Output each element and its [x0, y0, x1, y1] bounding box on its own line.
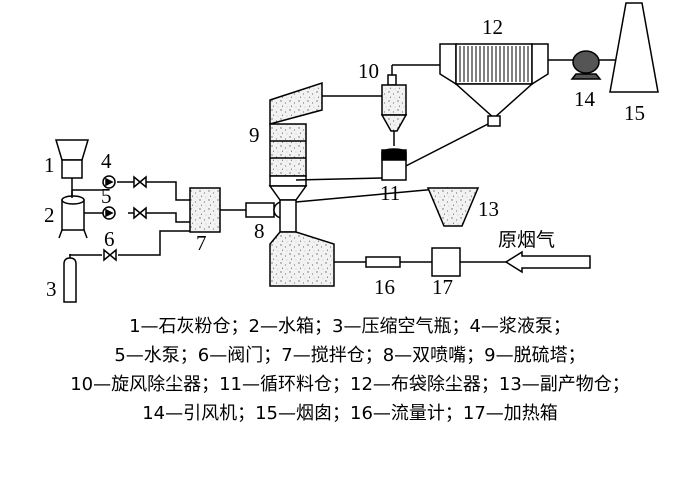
slurry-pump	[102, 175, 116, 189]
label-13: 13	[478, 197, 499, 221]
cyclone-dust-collector	[380, 64, 440, 146]
legend-line-2: 5—水泵；6—阀门；7—搅拌仓；8—双喷嘴；9—脱硫塔；	[114, 345, 586, 366]
label-11: 11	[380, 181, 400, 205]
valve	[103, 248, 117, 262]
feed-pipes	[69, 181, 190, 256]
label-15: 15	[624, 101, 645, 125]
circulating-material-bin	[381, 148, 407, 181]
byproduct-bin	[426, 187, 480, 227]
flow-meter	[365, 256, 432, 268]
legend-line-3: 10—旋风除尘器；11—循环料仓；12—布袋除尘器；13—副产物仓；	[70, 374, 630, 395]
label-16: 16	[374, 275, 395, 299]
label-2: 2	[44, 203, 55, 227]
water-tank	[58, 195, 88, 239]
raw-flue-gas-label: 原烟气	[498, 229, 555, 251]
lime-powder-silo	[54, 139, 90, 198]
label-9: 9	[249, 123, 260, 147]
water-pump	[102, 206, 116, 220]
label-4: 4	[101, 149, 112, 173]
mixing-tank	[189, 187, 246, 233]
label-8: 8	[254, 219, 265, 243]
label-3: 3	[46, 277, 57, 301]
tower-pipes	[295, 95, 489, 263]
induced-draft-fan	[570, 50, 620, 80]
label-7: 7	[196, 231, 207, 255]
legend-line-1: 1—石灰粉仓；2—水箱；3—压缩空气瓶；4—浆液泵；	[129, 316, 571, 337]
label-5: 5	[101, 184, 112, 208]
label-12: 12	[482, 15, 503, 39]
heating-box	[431, 247, 506, 277]
chimney	[609, 2, 659, 93]
valve-line-1	[133, 175, 147, 189]
label-10: 10	[358, 59, 379, 83]
legend: 1—石灰粉仓；2—水箱；3—压缩空气瓶；4—浆液泵； 5—水泵；6—阀门；7—搅…	[0, 312, 700, 428]
bag-filter	[439, 43, 574, 127]
desulfurization-tower	[268, 81, 335, 287]
compressed-air-bottle	[63, 254, 77, 303]
label-17: 17	[432, 275, 453, 299]
valve-line-2	[133, 206, 147, 220]
label-14: 14	[574, 87, 596, 111]
flue-gas-inlet-arrow	[504, 250, 591, 274]
label-1: 1	[44, 153, 55, 177]
legend-line-4: 14—引风机；15—烟囱；16—流量计；17—加热箱	[142, 403, 558, 424]
label-6: 6	[104, 227, 115, 251]
